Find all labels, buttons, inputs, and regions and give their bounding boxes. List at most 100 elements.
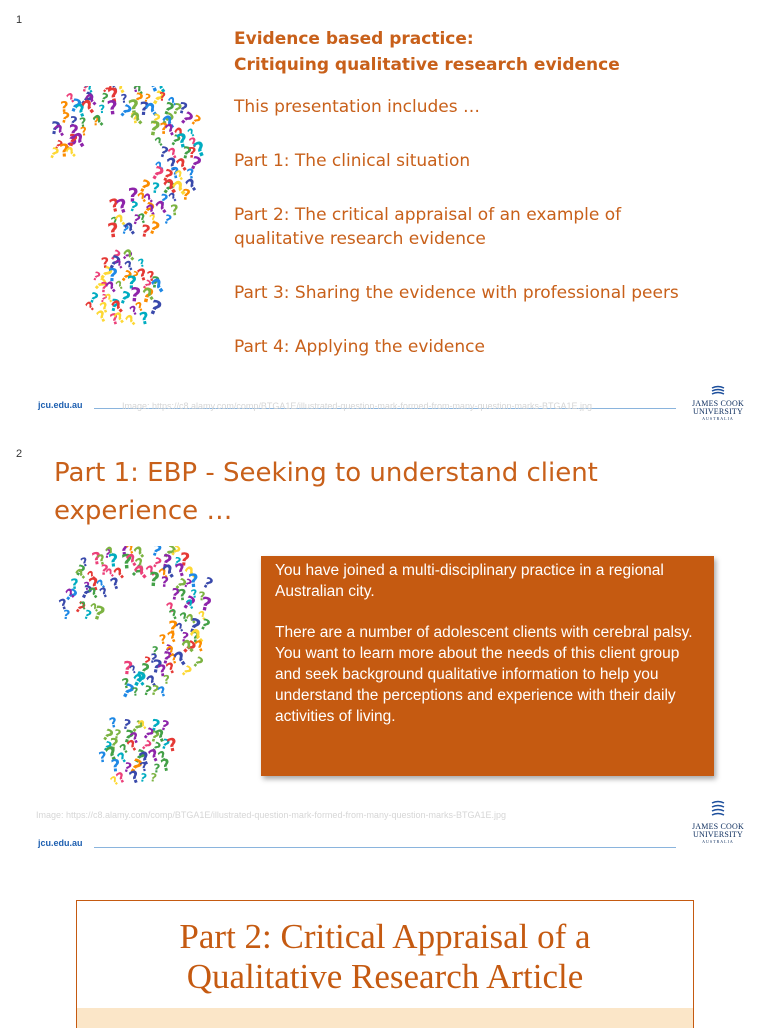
small-question-mark-glyph: ? [146,268,157,285]
title-frame: Part 2: Critical Appraisal of a Qualitat… [76,900,694,1010]
small-question-mark-glyph: ? [178,549,191,571]
small-question-mark-glyph: ? [108,294,122,316]
slide-1: 1 ??????????????????????????????????????… [0,0,768,430]
small-question-mark-glyph: ? [163,672,171,687]
logo-line-1: JAMES COOK [691,399,744,408]
footer-divider [94,408,676,409]
small-question-mark-glyph: ? [107,195,122,218]
small-question-mark-glyph: ? [109,214,120,230]
scenario-paragraph-2: There are a number of adolescent clients… [275,624,693,725]
small-question-mark-glyph: ? [130,86,141,97]
footer-link[interactable]: jcu.edu.au [38,838,83,848]
footer-link[interactable]: jcu.edu.au [38,400,83,410]
slide-number: 1 [16,14,23,26]
image-credit: Image: https://c8.alamy.com/comp/BTGA1E/… [36,810,506,820]
small-question-mark-glyph: ? [170,164,182,183]
small-question-mark-glyph: ? [98,292,109,306]
question-mark-collage-icon: ????????????????????????????????????????… [46,86,210,330]
slide-title-line-2: experience … [54,496,233,526]
small-question-mark-glyph: ? [127,95,142,119]
small-question-mark-glyph: ? [108,715,120,732]
logo-line-3: AUSTRALIA [702,416,734,421]
small-question-mark-glyph: ? [148,650,158,666]
jcu-logo: JAMES COOK UNIVERSITY AUSTRALIA [690,382,746,422]
small-question-mark-glyph: ? [170,585,182,604]
small-question-mark-glyph: ? [121,717,133,734]
small-question-mark-glyph: ? [138,99,150,121]
small-question-mark-glyph: ? [141,683,153,700]
small-question-mark-glyph: ? [99,562,109,579]
small-question-mark-glyph: ? [168,618,179,638]
slide-title-line-1: Part 1: EBP - Seeking to understand clie… [54,458,598,488]
slide-footer: jcu.edu.au Image: https://c8.alamy.com/c… [38,385,746,421]
slide-title-line-2: Critiquing qualitative research evidence [234,55,620,75]
logo-line-3: AUSTRALIA [702,839,734,844]
small-question-mark-glyph: ? [107,265,118,287]
question-mark-collage-icon: ????????????????????????????????????????… [57,546,216,789]
small-question-mark-glyph: ? [151,180,161,197]
small-question-mark-glyph: ? [139,770,149,785]
small-question-mark-glyph: ? [124,546,137,557]
small-question-mark-glyph: ? [131,684,139,699]
small-question-mark-glyph: ? [139,283,155,308]
small-question-mark-glyph: ? [106,86,122,108]
slide-title: Part 1: EBP - Seeking to understand clie… [54,454,734,530]
small-question-mark-glyph: ? [59,110,71,128]
subtitle-band [76,1008,694,1028]
small-question-mark-glyph: ? [120,91,128,105]
part-4-item: Part 4: Applying the evidence [234,337,485,357]
small-question-mark-glyph: ? [110,755,121,776]
small-question-mark-glyph: ? [83,580,91,594]
logo-line-1: JAMES COOK [691,822,744,831]
scenario-box: You have joined a multi-disciplinary pra… [261,556,714,776]
small-question-mark-glyph: ? [185,166,196,183]
small-question-mark-glyph: ? [198,589,205,603]
small-question-mark-glyph: ? [137,256,147,270]
footer-divider [94,847,676,848]
small-question-mark-glyph: ? [170,202,180,220]
jcu-crest-icon [711,800,725,816]
small-question-mark-glyph: ? [179,630,190,646]
small-question-mark-glyph: ? [153,761,161,775]
part-1-item: Part 1: The clinical situation [234,151,471,171]
small-question-mark-glyph: ? [159,551,174,573]
small-question-mark-glyph: ? [99,280,108,297]
image-credit: Image: https://c8.alamy.com/comp/BTGA1E/… [122,401,592,411]
small-question-mark-glyph: ? [177,586,188,605]
slide-2: 2 Part 1: EBP - Seeking to understand cl… [0,444,768,854]
small-question-mark-glyph: ? [106,96,120,120]
small-question-mark-glyph: ? [118,546,131,561]
small-question-mark-glyph: ? [160,648,174,669]
small-question-mark-glyph: ? [158,192,170,210]
small-question-mark-glyph: ? [172,554,182,569]
small-question-mark-glyph: ? [62,607,71,623]
small-question-mark-glyph: ? [109,735,119,754]
scenario-paragraph-1: You have joined a multi-disciplinary pra… [275,562,664,600]
small-question-mark-glyph: ? [90,548,103,569]
small-question-mark-glyph: ? [148,568,161,592]
small-question-mark-glyph: ? [165,734,179,757]
small-question-mark-glyph: ? [144,86,163,98]
small-question-mark-glyph: ? [181,186,192,204]
small-question-mark-glyph: ? [141,653,153,670]
small-question-mark-glyph: ? [131,212,142,229]
small-question-mark-glyph: ? [83,86,97,97]
small-question-mark-glyph: ? [138,758,150,774]
small-question-mark-glyph: ? [191,629,200,646]
part-2-item-continued: qualitative research evidence [234,229,486,249]
slide-title-line-1: Part 2: Critical Appraisal of a [179,917,591,956]
small-question-mark-glyph: ? [121,676,132,692]
small-question-mark-glyph: ? [120,222,130,237]
small-question-mark-glyph: ? [137,307,151,329]
part-2-item: Part 2: The critical appraisal of an exa… [234,205,622,225]
jcu-crest-icon [711,385,725,395]
small-question-mark-glyph: ? [158,632,168,648]
logo-line-2: UNIVERSITY [693,830,743,839]
intro-text: This presentation includes … [234,97,481,117]
small-question-mark-glyph: ? [121,550,134,574]
small-question-mark-glyph: ? [78,599,89,613]
small-question-mark-glyph: ? [159,120,168,138]
small-question-mark-glyph: ? [139,221,152,241]
small-question-mark-glyph: ? [70,577,79,594]
small-question-mark-glyph: ? [159,90,167,104]
